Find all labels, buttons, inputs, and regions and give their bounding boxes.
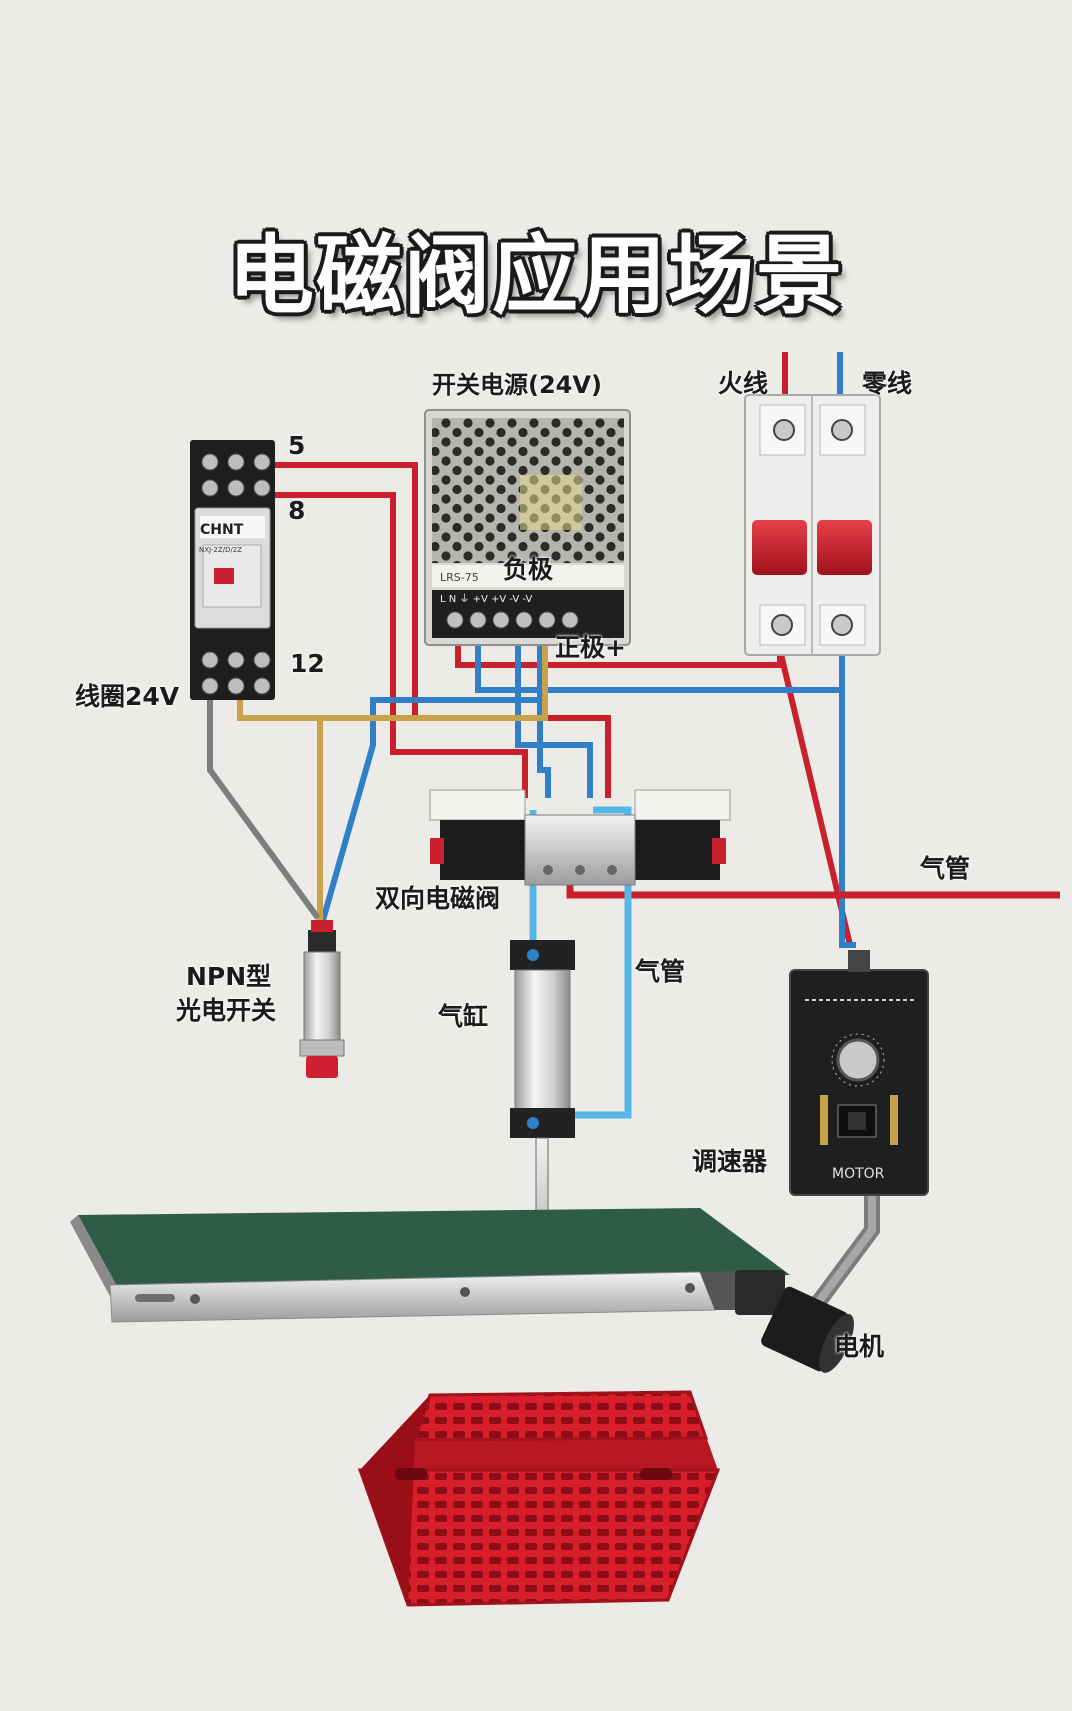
label-terminal-8: 8: [288, 496, 306, 525]
air-tube-2: [570, 806, 632, 1119]
label-air-pipe-mid: 气管: [635, 957, 686, 986]
wire-blue-sensor: [320, 697, 540, 921]
label-coil: 线圈24V: [75, 682, 180, 711]
wire-blue-valve2: [537, 612, 551, 798]
label-live-wire: 火线: [718, 369, 769, 398]
speed-controller: MOTOR: [789, 950, 929, 1196]
wire-yellow-coil: [237, 612, 548, 721]
relay: CHNT NXJ-2Z/D/2Z: [190, 440, 275, 700]
basket: [357, 1390, 721, 1607]
label-speed-controller: 调速器: [692, 1147, 768, 1176]
psu-terminal-labels: L N ⏚ +V +V -V -V: [440, 593, 532, 605]
label-terminal-5: 5: [288, 431, 306, 460]
relay-brand: CHNT: [200, 522, 244, 538]
label-motor: 电机: [834, 1332, 885, 1361]
wire-gray-sensor: [207, 690, 321, 920]
power-supply: LRS-75 L N ⏚ +V +V -V -V: [424, 409, 631, 646]
wire-red-relay-8: [270, 492, 528, 798]
motor: [735, 1270, 854, 1373]
page-title: 电磁阀应用场景: [228, 226, 844, 326]
label-negative: 负极: [503, 555, 554, 584]
relay-model: NXJ-2Z/D/2Z: [199, 546, 242, 554]
npn-sensor: [299, 920, 345, 1078]
label-cylinder: 气缸: [438, 1002, 489, 1031]
label-sensor-line2: 光电开关: [176, 996, 277, 1025]
psu-model: LRS-75: [440, 571, 479, 584]
label-valve: 双向电磁阀: [375, 884, 501, 913]
circuit-breaker: [744, 394, 881, 656]
label-positive: 正极+: [555, 633, 626, 662]
controller-brand: MOTOR: [832, 1166, 885, 1182]
label-air-pipe-right: 气管: [920, 854, 971, 883]
label-neutral-wire: 零线: [862, 369, 913, 398]
label-terminal-12: 12: [290, 649, 325, 678]
wire-blue-valve: [515, 612, 593, 798]
solenoid-valve: [429, 789, 731, 886]
wire-blue-controller: [839, 640, 856, 948]
label-power-supply: 开关电源(24V): [432, 371, 602, 399]
conveyor: [70, 1208, 800, 1323]
label-sensor-line1: NPN型: [186, 962, 272, 991]
